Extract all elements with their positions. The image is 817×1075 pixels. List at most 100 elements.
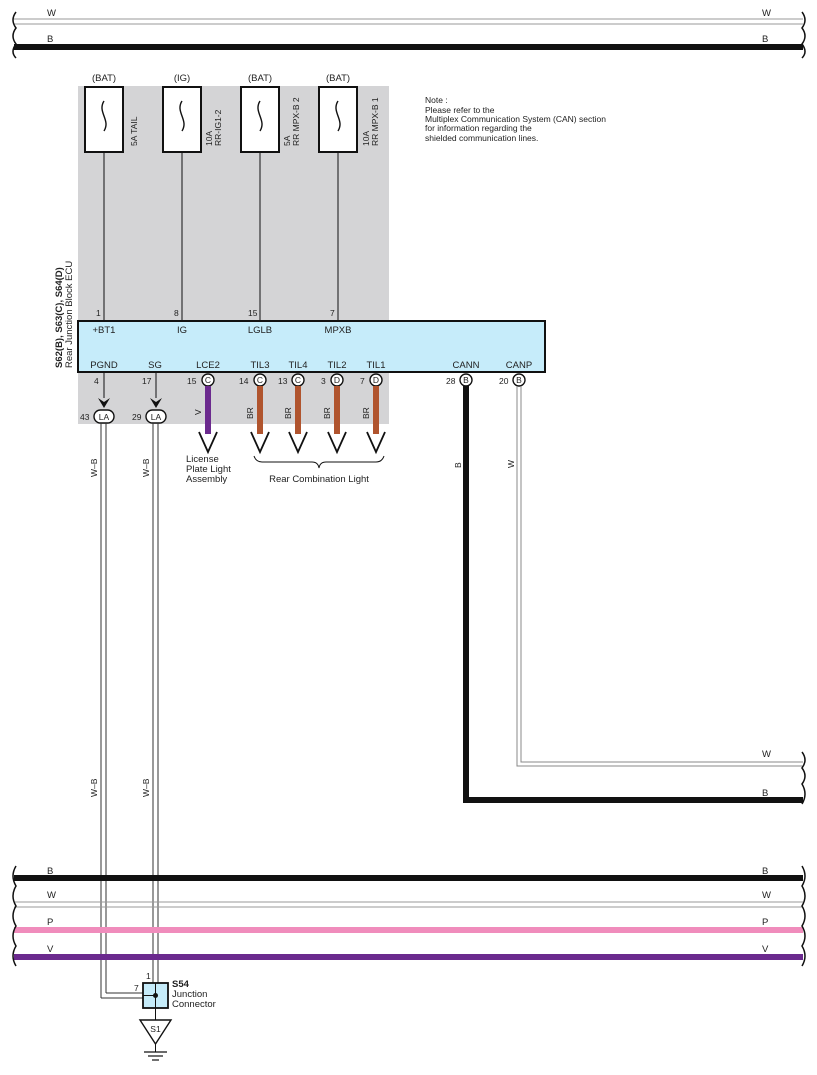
fuse-1-rating: 5A TAIL (129, 116, 139, 146)
bottom-bus-w-label-right: W (762, 890, 771, 901)
bottom-bus-b-label-left: B (47, 866, 53, 877)
license-label-2: Plate Light (186, 464, 231, 475)
lce2-wire-color: V (193, 409, 203, 415)
wb-label-2-top: W–B (141, 458, 151, 477)
pin-cann: 28 (446, 376, 456, 386)
junction-name-2: Connector (172, 999, 216, 1010)
pin-canp: 20 (499, 376, 509, 386)
til4-arrow-icon (288, 431, 308, 455)
pin-lce2: 15 (187, 376, 197, 386)
terminal-pgnd: PGND (90, 360, 118, 371)
ground-id: S1 (150, 1024, 161, 1034)
la-43-pin: 43 (80, 412, 90, 422)
sg-arrow-icon (150, 398, 162, 408)
conn-b-canp-label: B (516, 375, 522, 385)
ecu-box (77, 320, 546, 373)
bottom-bus-p-label-right: P (762, 917, 768, 928)
bottom-bus-v-label-left: V (47, 944, 54, 955)
la-29-label: LA (151, 412, 162, 422)
fuse-1-source: (BAT) (92, 73, 116, 84)
fuse-group: (BAT) 5A TAIL (IG) 10A RR-IG1-2 (BAT) 5A… (84, 73, 380, 321)
license-label-3: Assembly (186, 474, 227, 485)
ecu-pin-8: 8 (174, 308, 179, 318)
fuse-3-box (240, 86, 280, 153)
top-bus: W W B B (12, 8, 806, 59)
conn-d-til2-label: D (334, 375, 340, 385)
fuse-2-rating: 10A (204, 131, 214, 146)
fuse-4-rating: 10A (361, 131, 371, 146)
lce2-arrow-icon (198, 431, 218, 455)
terminal-mpxb: MPXB (325, 325, 352, 336)
bottom-bus-v-label-right: V (762, 944, 769, 955)
conn-d-til1-label: D (373, 375, 379, 385)
junction-connector: 1 7 S54 Junction Connector S1 (134, 971, 216, 1061)
pin-sg: 17 (142, 376, 152, 386)
fuse-4-icon (335, 100, 341, 132)
ecu-pin-1: 1 (96, 308, 101, 318)
pgnd-arrow-icon (98, 398, 110, 408)
fuse-2-rating-name: RR-IG1-2 (213, 109, 223, 146)
fuse-2-icon (179, 100, 185, 132)
top-bus-w-label-left: W (47, 8, 56, 19)
la-connector-43 (93, 409, 115, 424)
can-wires: B B W W (453, 386, 806, 805)
license-label-1: License (186, 454, 219, 465)
cann-wire (463, 386, 803, 803)
cann-wire-color: B (453, 462, 463, 468)
terminal-til4: TIL4 (288, 360, 307, 371)
pin-pgnd: 4 (94, 376, 99, 386)
top-bus-w-label-right: W (762, 8, 771, 19)
til1-wire (373, 386, 379, 434)
pin-til2: 3 (321, 376, 326, 386)
til4-wire-color: BR (283, 407, 293, 419)
ground-triangle-icon (138, 1019, 173, 1046)
conn-b-canp (512, 373, 526, 387)
til2-wire-color: BR (322, 407, 332, 419)
terminal-cann: CANN (453, 360, 480, 371)
note-line-5: shielded communication lines. (425, 133, 538, 143)
note-line-1: Note : (425, 95, 448, 105)
canp-wire-color: W (506, 460, 516, 468)
fuse-4-box (318, 86, 358, 153)
til3-arrow-icon (250, 431, 270, 455)
ecu-pin-7: 7 (330, 308, 335, 318)
can-right-brace (801, 751, 806, 805)
conn-b-cann-label: B (463, 375, 469, 385)
note: Note : Please refer to the Multiplex Com… (425, 95, 606, 143)
fuse-3-icon (257, 100, 263, 132)
top-bus-left-brace (12, 11, 17, 59)
terminal-til3: TIL3 (250, 360, 269, 371)
pin-til4: 13 (278, 376, 288, 386)
top-bus-b-label-left: B (47, 34, 53, 45)
bottom-bus-b-label-right: B (762, 866, 768, 877)
lamp-outputs: V BR BR BR BR License Plate Light Assemb… (186, 386, 386, 485)
junction-pin-7: 7 (134, 983, 139, 993)
fuse-3-rating-name: RR MPX-B 2 (291, 97, 301, 146)
bottom-bus-left-brace (12, 865, 17, 967)
til2-arrow-icon (327, 431, 347, 455)
fuse-4-source: (BAT) (326, 73, 350, 84)
fuse-2-box (162, 86, 202, 153)
note-line-3: Multiplex Communication System (CAN) sec… (425, 114, 606, 124)
ecu-name: Rear Junction Block ECU (64, 261, 75, 368)
til1-wire-color: BR (361, 407, 371, 419)
terminal-canp: CANP (506, 360, 532, 371)
bottom-bus-w-label-left: W (47, 890, 56, 901)
cann-right-label: B (762, 788, 768, 799)
conn-c-lce2-label: C (205, 375, 211, 385)
note-line-4: for information regarding the (425, 123, 532, 133)
ground-wires: LA 43 LA 29 W–B W–B W–B W–B (80, 372, 167, 999)
wb-label-2-bottom: W–B (141, 778, 151, 797)
la-43-label: LA (99, 412, 110, 422)
terminal-sg: SG (148, 360, 162, 371)
fuse-4-rating-name: RR MPX-B 1 (370, 97, 380, 146)
pin-til3: 14 (239, 376, 249, 386)
wb-label-1-top: W–B (89, 458, 99, 477)
fuse-1-box (84, 86, 124, 153)
canp-wire-a (516, 386, 803, 767)
rear-combination-label: Rear Combination Light (269, 474, 369, 485)
fuse-1-icon (101, 100, 107, 132)
terminal-bt1: +BT1 (93, 325, 116, 336)
bottom-bus: B B W W P P V V (12, 865, 806, 967)
